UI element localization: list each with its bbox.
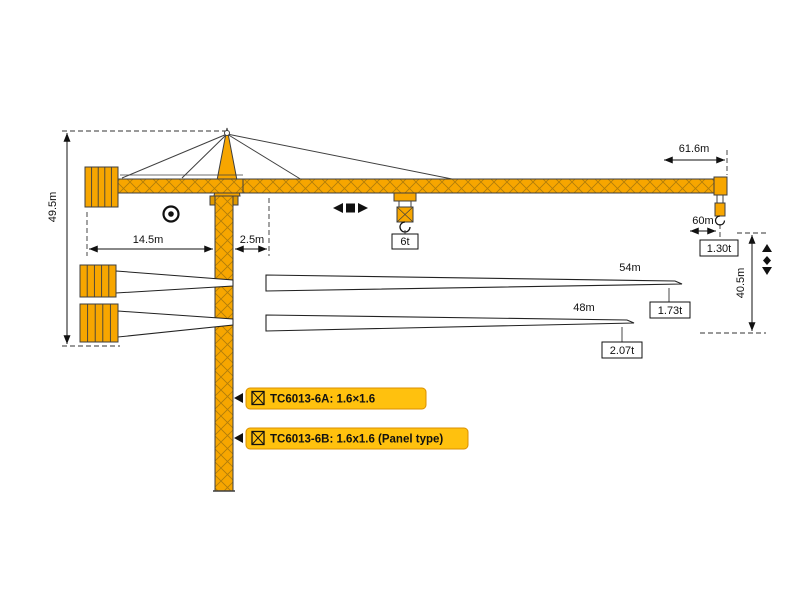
dim-right-height: 40.5m [735, 235, 756, 331]
mid-trolley-hook [393, 192, 417, 233]
mast-section-icon-frame [251, 390, 265, 406]
counter-config-2-dividers [87, 304, 111, 342]
mast-section-icon-cross [251, 431, 265, 445]
hook-block-cross [396, 206, 414, 223]
dim-radius-60: 60m [690, 215, 716, 235]
model-b-box [245, 427, 469, 450]
mast-section-icon-frame [251, 430, 265, 446]
model-labels: TC6013-6A: 1.6×1.6 TC6013-6B: 1.6x1.6 (P… [245, 387, 469, 450]
pendant-left-outer [121, 133, 228, 179]
tower-head-pulley [224, 130, 230, 136]
travel-left-arrow [333, 203, 343, 213]
model-b-label: TC6013-6B: 1.6x1.6 (Panel type) [270, 434, 443, 446]
rotation-dot [168, 211, 174, 217]
alt-jib-configs: 54m 1.73t 48m 2.07t [265, 262, 691, 359]
mast-section-icon-cross [251, 391, 265, 405]
hoist-up-arrow [762, 244, 772, 252]
jib-48m-label: 48m [573, 302, 594, 314]
hoist-diamond [763, 256, 771, 265]
mast-lattice [215, 196, 233, 491]
tip-hook-ropes [716, 195, 724, 203]
hook-ropes [398, 201, 412, 207]
load-label-54: 1.73t [658, 305, 682, 317]
counter-config-1-dividers [86, 265, 110, 297]
dim-total-height: 49.5m [47, 133, 71, 344]
hoist-down-arrow [762, 267, 772, 275]
tip-hook-block [714, 202, 726, 217]
mast-section-icon [251, 430, 265, 446]
hoist-up-down-indicator-icon [762, 244, 772, 275]
dim-label-right-height: 40.5m [735, 268, 747, 299]
dim-label-max-radius: 61.6m [679, 143, 710, 155]
counterweight-stack-top [84, 166, 119, 208]
trolley [393, 192, 417, 202]
rotation-ring [162, 205, 180, 223]
pendant-right-inner [226, 133, 303, 181]
dim-root-offset: 2.5m [235, 234, 267, 253]
counterweight-slab-dividers [91, 167, 112, 207]
trolley-travel-indicator-icon [333, 203, 368, 213]
main-jib [242, 176, 728, 196]
rotation-indicator-icon [162, 205, 180, 223]
dim-max-radius: 61.6m [664, 143, 725, 164]
dim-label-total-height: 49.5m [47, 192, 59, 223]
jib-lattice [243, 179, 714, 193]
hook-curve [399, 221, 411, 233]
extension-lines [62, 130, 766, 347]
dim-label-counter-jib: 14.5m [133, 234, 164, 246]
mast-section-icon [251, 390, 265, 406]
load-box-tip60 [699, 239, 739, 257]
dim-label-root-offset: 2.5m [240, 234, 264, 246]
pendant-right-outer [226, 133, 458, 181]
pendant-lines [121, 133, 458, 181]
load-box-54 [649, 301, 691, 319]
load-label-48: 2.07t [610, 345, 634, 357]
load-box-48 [601, 341, 643, 359]
dim-label-radius-60: 60m [692, 215, 713, 227]
model-a-box [245, 387, 427, 410]
counterweight-slabs [84, 166, 119, 208]
load-label-mid: 6t [400, 236, 409, 248]
jib-54m-outline [265, 274, 683, 292]
mast-tick-a [234, 393, 243, 403]
tip-hook [714, 195, 726, 226]
counter-jib-lattice [118, 179, 243, 193]
jib-54m-label: 54m [619, 262, 640, 274]
jib-48m-outline [265, 314, 635, 332]
crane-structure [84, 127, 728, 492]
tower-mast [213, 195, 235, 492]
alt-counter-jib-configs [79, 264, 234, 343]
jib-tip-section [713, 176, 728, 196]
counter-config-2-slabs [79, 303, 119, 343]
tip-hook-curve [714, 215, 726, 226]
mast-tick-b [234, 433, 243, 443]
load-label-tip60: 1.30t [707, 243, 731, 255]
dim-counter-jib: 14.5m [89, 234, 213, 253]
model-a-label: TC6013-6A: 1.6×1.6 [270, 394, 375, 406]
counter-jib [84, 166, 244, 208]
load-box-mid [391, 233, 419, 250]
load-labels: 6t 1.30t [391, 230, 739, 257]
pendant-left-inner [181, 133, 228, 179]
counter-config-1-slabs [79, 264, 117, 298]
travel-trolley-block [346, 203, 355, 213]
travel-right-arrow [358, 203, 368, 213]
